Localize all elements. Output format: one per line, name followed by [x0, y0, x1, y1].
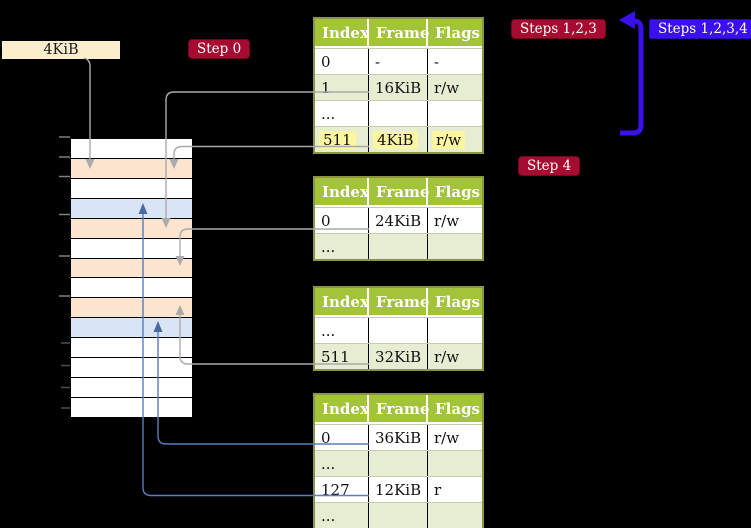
highlighted-value: r/w [432, 130, 466, 149]
badge-steps-1-2-3: Steps 1,2,3 [511, 19, 606, 39]
memory-row-white [71, 358, 192, 379]
table-row: ... [315, 502, 482, 528]
column-header-flags: Flags [435, 292, 480, 311]
table-cell [428, 234, 482, 259]
physical-memory-column [70, 138, 193, 418]
highlighted-value: 511 [319, 130, 356, 149]
memory-row-peach [71, 158, 192, 179]
column-header-frame: Frame [369, 395, 429, 422]
highlighted-value: 4KiB [373, 130, 418, 149]
memory-row-white [71, 139, 192, 159]
table-row: 511 4KiB r/w [315, 126, 482, 152]
column-header-frame: Frame [369, 178, 429, 205]
table-cell: 0 [315, 425, 369, 450]
table-cell [428, 101, 482, 126]
table-cell: ... [315, 503, 369, 528]
table-cell [369, 101, 428, 126]
page-size-label: 4KiB [2, 41, 120, 59]
badge-steps-1-2-3-4: Steps 1,2,3,4 [649, 19, 751, 39]
table-cell [369, 318, 428, 343]
column-header-index: Index [315, 395, 369, 422]
memory-row-peach [71, 218, 192, 239]
table-cell: r [434, 480, 442, 499]
table-cell: 511 [315, 127, 369, 152]
column-header-index: Index [315, 178, 369, 205]
table-row: ... [315, 450, 482, 476]
table-cell [369, 503, 428, 528]
table-row: ... [315, 233, 482, 259]
column-header-flags: Flags [435, 23, 480, 42]
loop-arrowhead-left-icon [619, 11, 635, 29]
table-cell: 36KiB [369, 425, 428, 450]
table-cell [428, 451, 482, 476]
table-cell: 32KiB [369, 344, 428, 369]
table-cell: r/w [434, 78, 460, 97]
badge-step-0: Step 0 [188, 39, 251, 59]
table-cell: 12KiB [369, 477, 428, 502]
memory-row-white [71, 338, 192, 359]
table-row: 0-- [315, 48, 482, 74]
table-cell: 16KiB [369, 75, 428, 100]
memory-tick-marks [59, 136, 70, 297]
table-cell: 511 [315, 344, 369, 369]
column-header-frame: Frame [369, 19, 429, 46]
memory-row-white [71, 238, 192, 259]
column-header-frame: Frame [369, 288, 429, 315]
table-cell [369, 451, 428, 476]
table-cell: r/w [434, 211, 460, 230]
table-cell [428, 503, 482, 528]
table-cell: 127 [315, 477, 369, 502]
table-cell: ... [315, 101, 369, 126]
memory-row-white [71, 178, 192, 199]
memory-tick-marks-dim [61, 342, 70, 409]
table-cell: - [369, 49, 428, 74]
memory-row-white [71, 278, 192, 299]
table-cell: 1 [315, 75, 369, 100]
table-cell: 0 [315, 49, 369, 74]
table-cell: r/w [434, 428, 460, 447]
table-cell: 0 [315, 208, 369, 233]
memory-row-white [71, 397, 192, 417]
memory-row-peach [71, 298, 192, 319]
memory-row-peach [71, 258, 192, 279]
column-header-index: Index [315, 19, 369, 46]
table-cell: 4KiB [369, 127, 428, 152]
memory-row-white [71, 378, 192, 398]
memory-row-blue [71, 318, 192, 339]
table-row: ... [315, 317, 482, 343]
column-header-index: Index [315, 288, 369, 315]
table-cell [428, 318, 482, 343]
table-cell: r/w [434, 347, 460, 366]
table-row: ... [315, 100, 482, 126]
column-header-flags: Flags [435, 399, 480, 418]
table-cell: - [434, 52, 440, 71]
memory-row-blue [71, 198, 192, 219]
table-cell: 24KiB [369, 208, 428, 233]
column-header-flags: Flags [435, 182, 480, 201]
table-cell: r/w [428, 127, 482, 152]
badge-step-4: Step 4 [518, 156, 581, 176]
table-cell: ... [315, 318, 369, 343]
table-cell [369, 234, 428, 259]
table-cell: ... [315, 234, 369, 259]
loop-arrow-steps [620, 18, 644, 136]
table-cell: ... [315, 451, 369, 476]
